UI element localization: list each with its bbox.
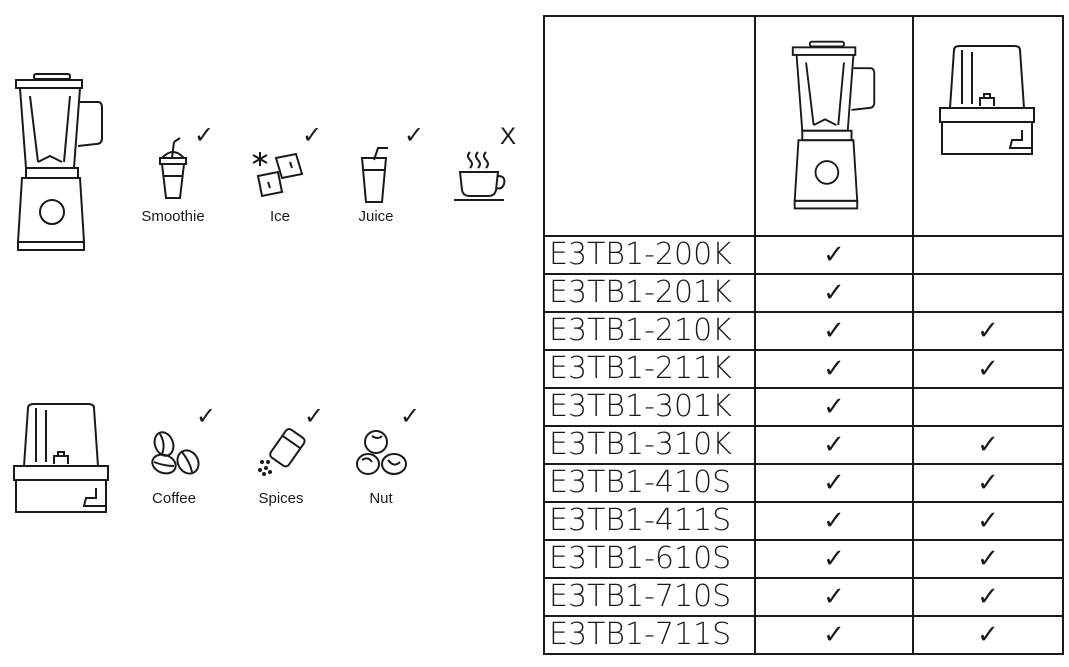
table-row: E3TB1-201K ✓ — [543, 273, 1064, 313]
jug-check: ✓ — [754, 615, 914, 655]
table-row: E3TB1-210K ✓ ✓ — [543, 311, 1064, 351]
jug-check: ✓ — [754, 577, 914, 617]
spices-check-mark: ✓ — [304, 403, 325, 430]
mill-check — [912, 235, 1064, 275]
smoothie-check-mark: ✓ — [194, 122, 215, 149]
ice-label: Ice — [269, 208, 290, 225]
smoothie-label: Smoothie — [141, 208, 205, 225]
mill-check: ✓ — [912, 539, 1064, 579]
model-name: E3TB1-310K — [543, 425, 756, 465]
mill-check: ✓ — [912, 615, 1064, 655]
jug-check: ✓ — [754, 463, 914, 503]
blender-jug-icon — [791, 40, 876, 210]
mill-check: ✓ — [912, 425, 1064, 465]
table-row: E3TB1-200K ✓ — [543, 235, 1064, 275]
ice-check-mark: ✓ — [302, 122, 323, 149]
jug-check: ✓ — [754, 501, 914, 541]
smoothie-cup-icon — [159, 137, 187, 199]
model-name: E3TB1-711S — [543, 615, 756, 655]
ice-cubes-icon — [252, 152, 304, 198]
header-empty-cell — [543, 15, 756, 237]
model-compatibility-table: E3TB1-200K ✓ E3TB1-201K ✓ E3TB1-210K ✓ ✓… — [543, 15, 1064, 655]
coffee-label: Coffee — [152, 490, 196, 507]
table-row: E3TB1-211K ✓ ✓ — [543, 349, 1064, 389]
model-name: E3TB1-710S — [543, 577, 756, 617]
table-row: E3TB1-310K ✓ ✓ — [543, 425, 1064, 465]
juice-label: Juice — [358, 208, 394, 225]
nut-label: Nut — [369, 490, 393, 507]
table-header-row — [543, 15, 1064, 237]
jug-check: ✓ — [754, 273, 914, 313]
mill-check: ✓ — [912, 577, 1064, 617]
coffee-cross-mark: X — [500, 123, 517, 150]
mill-check: ✓ — [912, 311, 1064, 351]
model-name: E3TB1-200K — [543, 235, 756, 275]
table-row: E3TB1-410S ✓ ✓ — [543, 463, 1064, 503]
jug-check: ✓ — [754, 349, 914, 389]
jug-check: ✓ — [754, 425, 914, 465]
coffee-check-mark: ✓ — [196, 403, 217, 430]
spice-shaker-icon — [258, 428, 306, 476]
model-name: E3TB1-211K — [543, 349, 756, 389]
table-row: E3TB1-301K ✓ — [543, 387, 1064, 427]
model-name: E3TB1-210K — [543, 311, 756, 351]
table-row: E3TB1-610S ✓ ✓ — [543, 539, 1064, 579]
header-jug-cell — [754, 15, 914, 237]
model-name: E3TB1-301K — [543, 387, 756, 427]
mill-check: ✓ — [912, 501, 1064, 541]
table-row: E3TB1-711S ✓ ✓ — [543, 615, 1064, 655]
mill-check — [912, 273, 1064, 313]
model-name: E3TB1-201K — [543, 273, 756, 313]
grinder-mill-icon — [13, 403, 109, 513]
hot-coffee-cup-icon — [454, 151, 506, 201]
model-name: E3TB1-410S — [543, 463, 756, 503]
jug-check: ✓ — [754, 235, 914, 275]
mill-check: ✓ — [912, 349, 1064, 389]
jug-check: ✓ — [754, 539, 914, 579]
juice-check-mark: ✓ — [404, 122, 425, 149]
spices-label: Spices — [258, 490, 304, 507]
nuts-icon — [356, 430, 407, 475]
table-row: E3TB1-411S ✓ ✓ — [543, 501, 1064, 541]
grinder-mill-icon — [939, 45, 1035, 155]
coffee-beans-icon — [151, 431, 200, 475]
mill-check — [912, 387, 1064, 427]
juice-glass-icon — [360, 147, 388, 203]
model-name: E3TB1-610S — [543, 539, 756, 579]
jug-check: ✓ — [754, 311, 914, 351]
blender-jug-icon — [15, 73, 103, 251]
nut-check-mark: ✓ — [400, 403, 421, 430]
header-mill-cell — [912, 15, 1064, 237]
mill-check: ✓ — [912, 463, 1064, 503]
model-name: E3TB1-411S — [543, 501, 756, 541]
jug-check: ✓ — [754, 387, 914, 427]
table-row: E3TB1-710S ✓ ✓ — [543, 577, 1064, 617]
